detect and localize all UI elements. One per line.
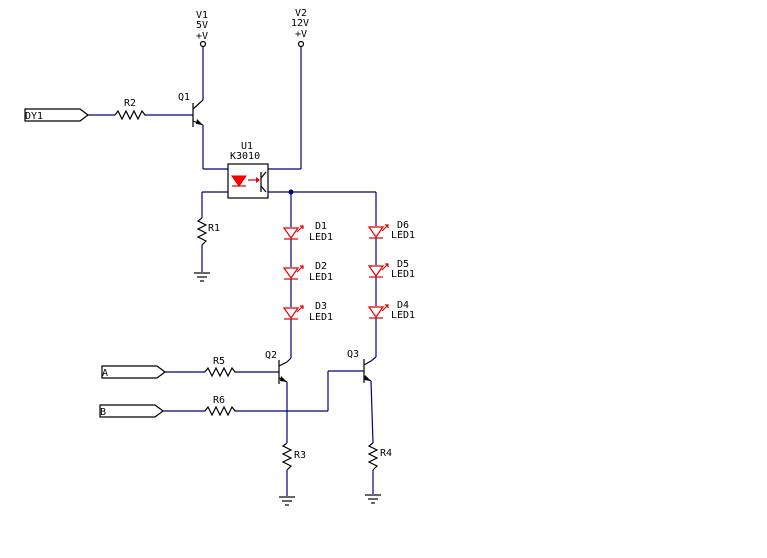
port-a: A (101, 365, 166, 379)
resistor-r3-label: R3 (294, 450, 306, 461)
supply-v1-symbol: +V (196, 31, 208, 42)
led-d3: D3 LED1 (282, 301, 333, 323)
supply-v2-value: 12V (291, 18, 309, 29)
led-d4-type: LED1 (391, 310, 415, 321)
led-d1-ref: D1 (315, 221, 327, 232)
led-d3-type: LED1 (309, 312, 333, 323)
supply-v1-value: 5V (196, 20, 208, 31)
resistor-r6-label: R6 (213, 395, 225, 406)
transistor-q3: Q3 (347, 349, 372, 383)
resistor-r1: R1 (196, 217, 220, 246)
transistor-q2: Q2 (265, 350, 288, 384)
ground-r3 (279, 496, 295, 506)
supply-v2: V2 12V +V (291, 8, 309, 48)
led-d2: D2 LED1 (282, 261, 333, 283)
resistor-r2: R2 (114, 98, 147, 121)
led-d4-ref: D4 (397, 300, 409, 311)
led-d2-ref: D2 (315, 261, 327, 272)
port-b: B (99, 404, 164, 418)
resistor-r6: R6 (204, 395, 237, 417)
resistor-r1-label: R1 (208, 223, 220, 234)
led-d2-type: LED1 (309, 272, 333, 283)
resistor-r4-label: R4 (380, 448, 392, 459)
led-d6-type: LED1 (391, 230, 415, 241)
ground-r1 (194, 272, 210, 282)
led-d6: D6 LED1 (367, 220, 415, 241)
optocoupler-u1-part: K3010 (230, 151, 260, 162)
transistor-q1-label: Q1 (178, 92, 190, 103)
resistor-r5-label: R5 (213, 356, 225, 367)
optocoupler-u1: U1 K3010 (227, 141, 269, 199)
led-d5-ref: D5 (397, 259, 409, 270)
led-d1-type: LED1 (309, 232, 333, 243)
resistor-r3: R3 (281, 442, 306, 471)
wires (88, 47, 377, 496)
port-b-label: B (100, 407, 106, 418)
led-d6-ref: D6 (397, 220, 409, 231)
optocoupler-u1-ref: U1 (241, 141, 253, 152)
supply-v1: V1 5V +V (196, 10, 208, 48)
led-d1: D1 LED1 (282, 221, 333, 243)
resistor-r2-label: R2 (124, 98, 136, 109)
led-d3-ref: D3 (315, 301, 327, 312)
resistor-r4: R4 (367, 442, 392, 471)
led-d4: D4 LED1 (367, 300, 415, 321)
resistor-r5: R5 (204, 356, 237, 378)
junction-dot (288, 189, 294, 195)
port-dy1-label: DY1 (25, 111, 43, 122)
supply-v2-name: V2 (295, 8, 307, 19)
port-a-label: A (102, 368, 108, 379)
transistor-q1: Q1 (178, 92, 204, 127)
led-d5-type: LED1 (391, 269, 415, 280)
supply-v2-symbol: +V (295, 29, 307, 40)
ground-r4 (365, 494, 381, 504)
led-d5: D5 LED1 (367, 259, 415, 280)
port-dy1: DY1 (24, 108, 89, 122)
transistor-q3-label: Q3 (347, 349, 359, 360)
transistor-q2-label: Q2 (265, 350, 277, 361)
supply-v1-name: V1 (196, 10, 208, 21)
